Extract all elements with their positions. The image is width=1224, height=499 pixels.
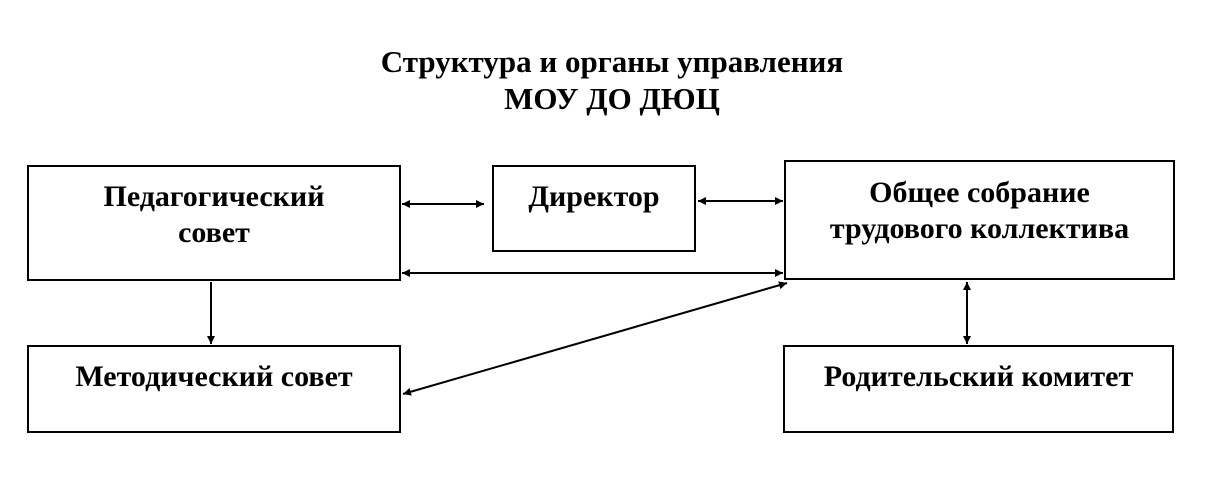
node-director: Директор bbox=[492, 165, 696, 252]
node-methodical-council: Методический совет bbox=[27, 345, 401, 433]
node-general-assembly: Общее собрание трудового коллектива bbox=[784, 160, 1175, 280]
node-general-assembly-label: Общее собрание трудового коллектива bbox=[829, 176, 1130, 245]
node-pedagogical-council-label: Педагогический совет bbox=[103, 180, 325, 249]
diagram-title-line1: Структура и органы управления bbox=[380, 44, 844, 79]
node-pedagogical-council: Педагогический совет bbox=[27, 165, 401, 281]
node-methodical-council-label: Методический совет bbox=[75, 360, 353, 393]
node-parent-committee: Родительский комитет bbox=[783, 345, 1174, 433]
edge-methodical-general-assembly bbox=[402, 281, 788, 396]
node-director-label: Директор bbox=[528, 180, 660, 213]
node-parent-committee-label: Родительский комитет bbox=[823, 360, 1134, 393]
diagram-title-line2: МОУ ДО ДЮЦ bbox=[504, 81, 720, 116]
